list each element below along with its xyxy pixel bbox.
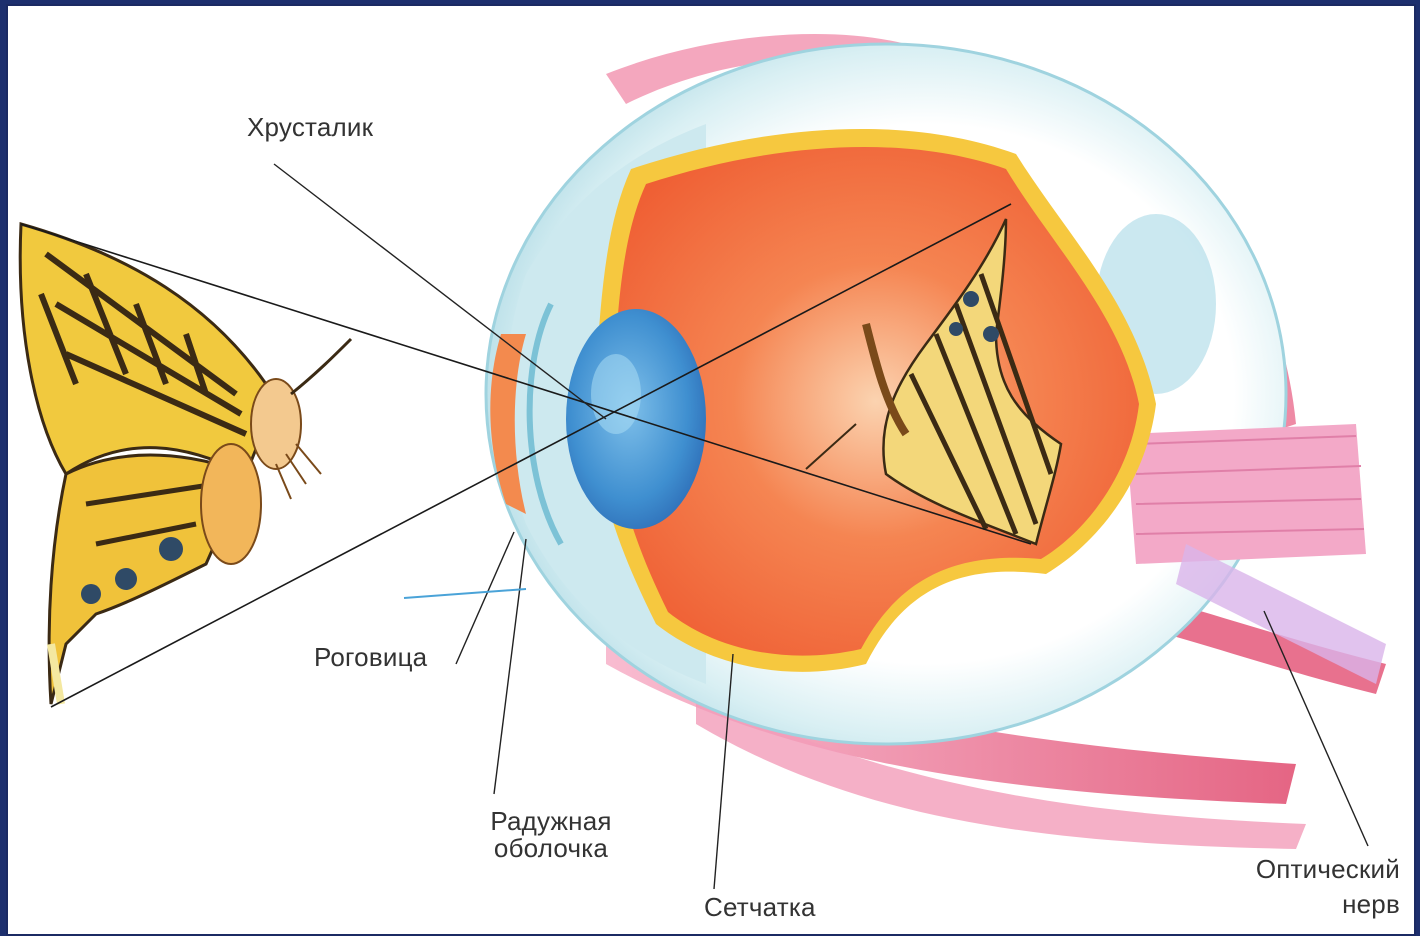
butterfly-object bbox=[20, 224, 351, 704]
label-iris-line1: Радужная bbox=[476, 808, 626, 835]
cornea-pointer bbox=[404, 589, 526, 598]
label-optic-line2: нерв bbox=[1210, 891, 1400, 918]
label-cornea: Роговица bbox=[314, 644, 427, 671]
diagram-frame: Хрусталик Роговица Радужная оболочка Сет… bbox=[6, 4, 1416, 936]
label-lens: Хрусталик bbox=[247, 114, 373, 141]
label-iris: Радужная оболочка bbox=[476, 808, 626, 863]
label-iris-line2: оболочка bbox=[476, 835, 626, 862]
label-optic-nerve: Оптический нерв bbox=[1210, 856, 1400, 919]
label-retina: Сетчатка bbox=[704, 894, 816, 921]
label-optic-line1: Оптический bbox=[1210, 856, 1400, 883]
eye-diagram bbox=[6, 4, 1416, 936]
